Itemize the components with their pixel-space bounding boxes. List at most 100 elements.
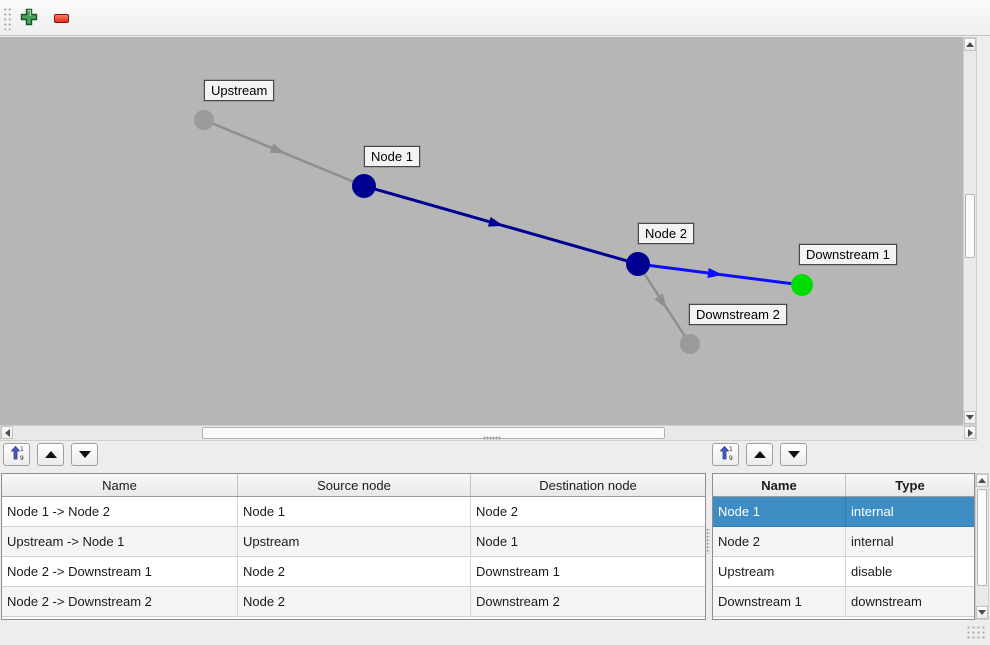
cell-destination[interactable]: Downstream 2: [471, 587, 705, 617]
plus-icon: [20, 8, 38, 29]
cell-name[interactable]: Node 1: [713, 497, 846, 527]
node-label-node1[interactable]: Node 1: [364, 146, 420, 167]
arrow-up-icon: [978, 478, 986, 483]
table-row-selected[interactable]: Node 1 internal: [713, 497, 974, 527]
cell-name[interactable]: Node 2 -> Downstream 1: [2, 557, 238, 587]
links-table: Name Source node Destination node Node 1…: [1, 473, 706, 620]
graph-canvas[interactable]: Upstream Node 1 Node 2 Downstream 1 Down…: [0, 37, 963, 425]
canvas-hscroll-thumb[interactable]: [202, 427, 665, 439]
cell-name[interactable]: Upstream: [713, 557, 846, 587]
cell-name[interactable]: Node 2 -> Downstream 2: [2, 587, 238, 617]
links-pane-toolbar: 1 9: [3, 443, 98, 467]
vertical-pane-splitter[interactable]: [706, 528, 710, 554]
node-downstream2[interactable]: [680, 334, 700, 354]
table-row[interactable]: Upstream disable: [713, 557, 974, 587]
edge-node2-downstream1-arrow-icon: [707, 268, 723, 278]
links-header-name[interactable]: Name: [2, 474, 238, 496]
scroll-down-button[interactable]: [976, 606, 988, 619]
node-upstream[interactable]: [194, 110, 214, 130]
cell-destination[interactable]: Downstream 1: [471, 557, 705, 587]
table-row[interactable]: Node 2 -> Downstream 1 Node 2 Downstream…: [2, 557, 705, 587]
scroll-up-button[interactable]: [976, 474, 988, 487]
links-sort-button[interactable]: 1 9: [3, 443, 30, 466]
scroll-down-button[interactable]: [964, 411, 976, 424]
nodes-table-header: Name Type: [713, 474, 974, 497]
table-row[interactable]: Node 1 -> Node 2 Node 1 Node 2: [2, 497, 705, 527]
edge-node2-downstream2-arrow-icon: [654, 293, 667, 309]
arrow-up-icon: [966, 42, 974, 47]
cell-source[interactable]: Node 2: [238, 587, 471, 617]
svg-text:9: 9: [729, 455, 733, 461]
links-header-destination[interactable]: Destination node: [539, 477, 637, 493]
sort-ascending-icon: 1 9: [718, 445, 734, 464]
scroll-left-button[interactable]: [1, 426, 13, 439]
table-row[interactable]: Upstream -> Node 1 Upstream Node 1: [2, 527, 705, 557]
triangle-down-icon: [787, 451, 800, 458]
nodes-table: Name Type Node 1 internal Node 2 interna…: [712, 473, 975, 620]
nodes-header-type[interactable]: Type: [895, 477, 925, 493]
canvas-horizontal-scrollbar[interactable]: [0, 425, 977, 441]
scroll-right-button[interactable]: [964, 426, 976, 439]
nodes-table-scroll-thumb[interactable]: [977, 489, 987, 586]
triangle-down-icon: [78, 451, 91, 458]
cell-type[interactable]: disable: [846, 557, 974, 587]
arrow-left-icon: [4, 428, 10, 437]
svg-text:1: 1: [729, 446, 733, 453]
cell-type[interactable]: internal: [846, 497, 974, 527]
arrow-right-icon: [967, 428, 973, 437]
table-row[interactable]: Downstream 1 downstream: [713, 587, 974, 617]
cell-name[interactable]: Node 2: [713, 527, 846, 557]
links-move-down-button[interactable]: [71, 443, 98, 466]
node-label-node2[interactable]: Node 2: [638, 223, 694, 244]
graph-edges-layer: [203, 118, 803, 345]
cell-name[interactable]: Upstream -> Node 1: [2, 527, 238, 557]
node-node1[interactable]: [352, 174, 376, 198]
sort-ascending-icon: 1 9: [9, 445, 25, 464]
arrow-down-icon: [978, 610, 986, 615]
cell-type[interactable]: downstream: [846, 587, 974, 617]
empty-table-area: [713, 617, 974, 619]
svg-text:9: 9: [20, 455, 24, 461]
svg-text:1: 1: [20, 446, 24, 453]
scroll-up-button[interactable]: [964, 38, 976, 51]
cell-source[interactable]: Node 1: [238, 497, 471, 527]
main-toolbar: [0, 0, 990, 36]
nodes-sort-button[interactable]: 1 9: [712, 443, 739, 466]
node-label-downstream1[interactable]: Downstream 1: [799, 244, 897, 265]
cell-name[interactable]: Node 1 -> Node 2: [2, 497, 238, 527]
node-downstream1[interactable]: [791, 274, 813, 296]
node-label-downstream2[interactable]: Downstream 2: [689, 304, 787, 325]
edge-upstream-node1-arrow-icon: [269, 143, 286, 154]
links-table-header: Name Source node Destination node: [2, 474, 705, 497]
table-row[interactable]: Node 2 -> Downstream 2 Node 2 Downstream…: [2, 587, 705, 617]
cell-source[interactable]: Node 2: [238, 557, 471, 587]
links-header-source[interactable]: Source node: [238, 474, 471, 496]
toolbar-drag-handle[interactable]: [3, 7, 12, 30]
cell-destination[interactable]: Node 2: [471, 497, 705, 527]
nodes-move-down-button[interactable]: [780, 443, 807, 466]
canvas-vertical-scrollbar[interactable]: [963, 37, 977, 425]
horizontal-pane-splitter[interactable]: [483, 436, 501, 440]
triangle-up-icon: [753, 451, 766, 458]
cell-type[interactable]: internal: [846, 527, 974, 557]
cell-name[interactable]: Downstream 1: [713, 587, 846, 617]
cell-source[interactable]: Upstream: [238, 527, 471, 557]
edge-node1-node2-arrow-icon: [487, 216, 504, 227]
canvas-vscroll-thumb[interactable]: [965, 194, 975, 258]
add-button[interactable]: [16, 5, 42, 31]
remove-button[interactable]: [48, 5, 74, 31]
triangle-up-icon: [44, 451, 57, 458]
arrow-down-icon: [966, 415, 974, 420]
nodes-pane-toolbar: 1 9: [712, 443, 807, 467]
nodes-table-scrollbar[interactable]: [975, 473, 989, 620]
node-node2[interactable]: [626, 252, 650, 276]
links-move-up-button[interactable]: [37, 443, 64, 466]
node-label-upstream[interactable]: Upstream: [204, 80, 275, 101]
cell-destination[interactable]: Node 1: [471, 527, 705, 557]
table-row[interactable]: Node 2 internal: [713, 527, 974, 557]
nodes-move-up-button[interactable]: [746, 443, 773, 466]
nodes-header-name[interactable]: Name: [713, 474, 846, 496]
window-resize-grip[interactable]: [966, 625, 986, 641]
empty-table-area: [2, 617, 705, 619]
